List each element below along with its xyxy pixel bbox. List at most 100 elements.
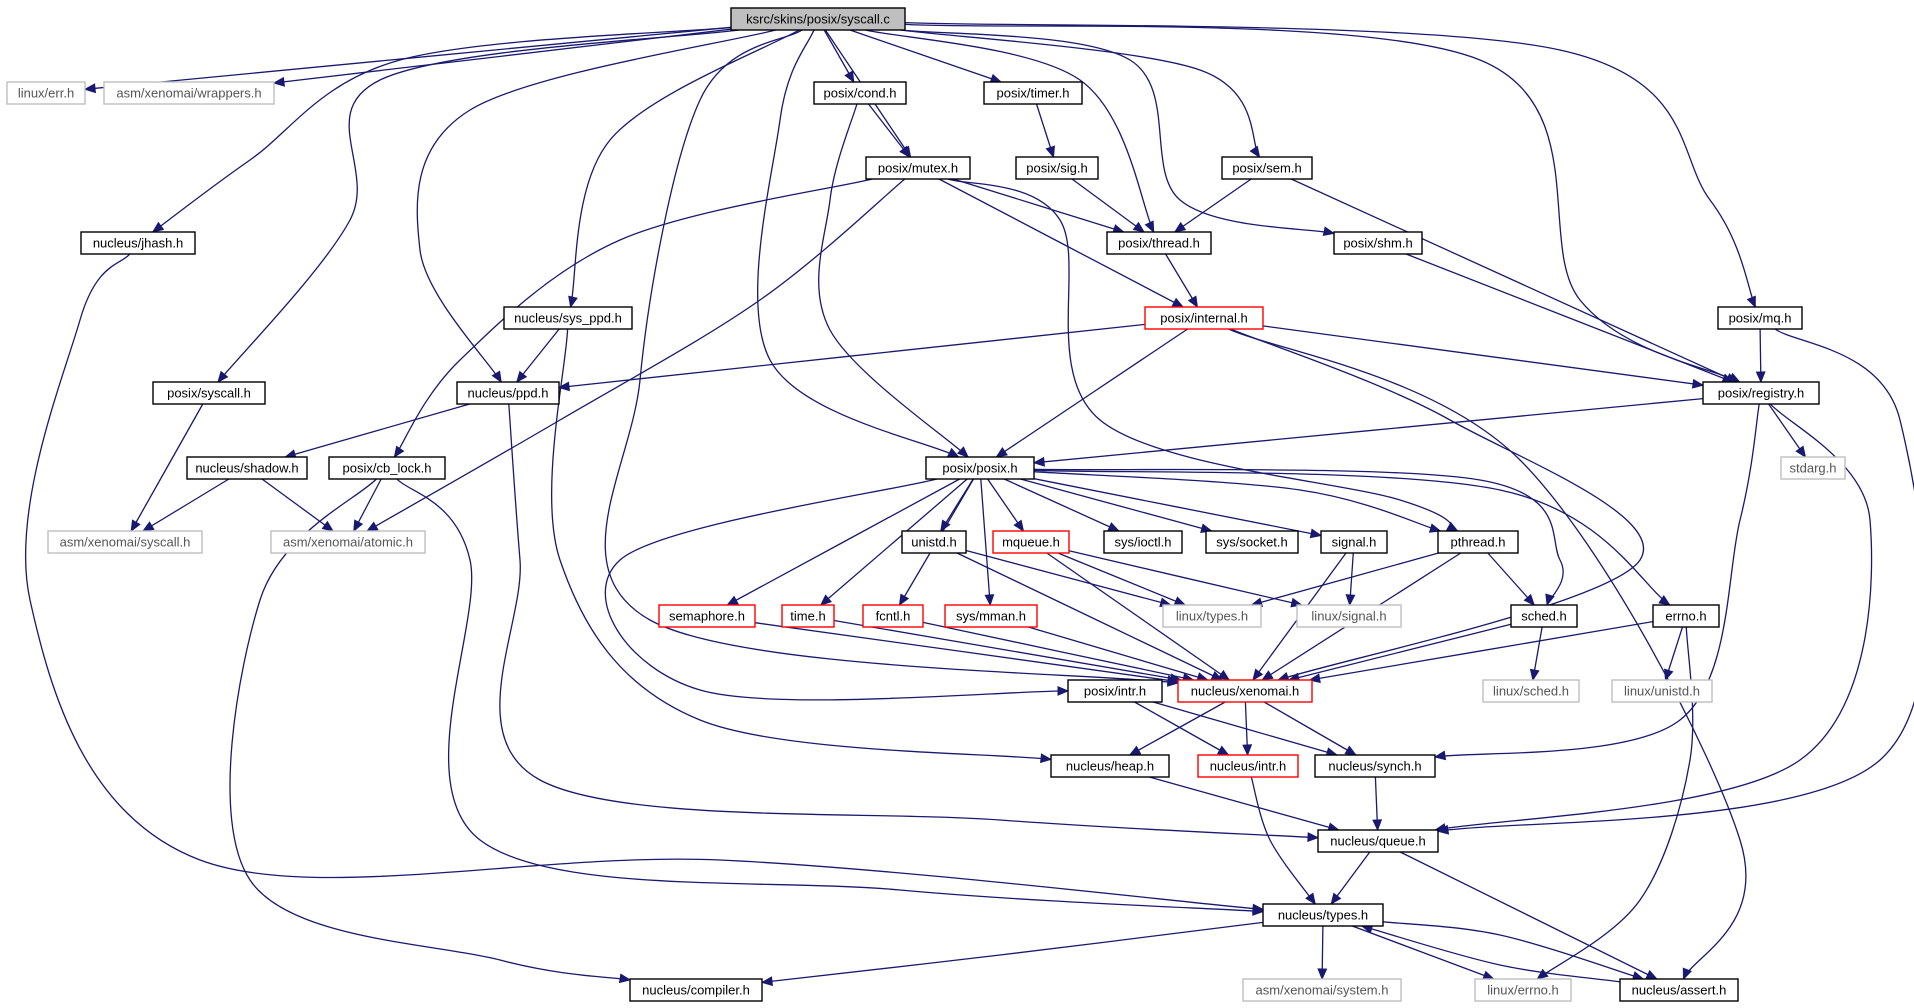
node-mqueue-h[interactable]: mqueue.h	[992, 530, 1070, 554]
node-semaphore-h[interactable]: semaphore.h	[658, 604, 756, 628]
node-box	[1510, 604, 1578, 628]
edge-line	[754, 622, 1179, 683]
node-nucleus-xenomai-h[interactable]: nucleus/xenomai.h	[1177, 679, 1313, 703]
node-sys-socket-h[interactable]: sys/socket.h	[1205, 530, 1299, 554]
node-box	[862, 604, 924, 628]
node-box	[1296, 604, 1402, 628]
edge-line	[152, 26, 732, 233]
edge-syscall_c-to-wrappers	[272, 28, 732, 87]
node-box	[1437, 530, 1519, 554]
edge-timer-to-sig	[1035, 103, 1055, 159]
node-label: asm/xenomai/wrappers.h	[116, 86, 261, 101]
node-posix-syscall-h[interactable]: posix/syscall.h	[152, 381, 266, 405]
edge-arrowhead	[1242, 744, 1253, 757]
node-unistd-h[interactable]: unistd.h	[901, 530, 967, 554]
node-ksrc-skins-posix-syscall-c[interactable]: ksrc/skins/posix/syscall.c	[730, 7, 906, 31]
edge-assert-to-types	[1360, 924, 1621, 983]
node-nucleus-intr-h[interactable]: nucleus/intr.h	[1197, 754, 1299, 778]
node-pthread-h[interactable]: pthread.h	[1437, 530, 1519, 554]
edge-xenomai-to-synch	[1263, 701, 1358, 756]
edge-arrowhead	[1171, 297, 1185, 308]
node-nucleus-shadow-h[interactable]: nucleus/shadow.h	[186, 456, 308, 480]
node-box	[1205, 530, 1299, 554]
node-posix-registry-h[interactable]: posix/registry.h	[1702, 381, 1820, 405]
node-nucleus-queue-h[interactable]: nucleus/queue.h	[1317, 829, 1439, 853]
node-posix-mq-h[interactable]: posix/mq.h	[1717, 306, 1803, 330]
edge-arrowhead	[83, 83, 96, 94]
node-sys-ioctl-h[interactable]: sys/ioctl.h	[1103, 530, 1183, 554]
edge-line	[761, 921, 1264, 984]
node-sched-h[interactable]: sched.h	[1510, 604, 1578, 628]
node-nucleus-types-h[interactable]: nucleus/types.h	[1262, 903, 1384, 927]
node-box	[1106, 231, 1212, 255]
edge-line	[1230, 328, 1644, 681]
node-nucleus-heap-h[interactable]: nucleus/heap.h	[1050, 754, 1170, 778]
node-posix-thread-h[interactable]: posix/thread.h	[1106, 231, 1212, 255]
edge-line	[1149, 776, 1339, 831]
edge-registry-to-posix	[1032, 397, 1704, 467]
edge-line	[901, 29, 1335, 235]
edge-arrowhead	[995, 446, 1008, 458]
edge-line	[1228, 328, 1747, 980]
node-posix-cond-h[interactable]: posix/cond.h	[813, 81, 907, 105]
node-posix-timer-h[interactable]: posix/timer.h	[983, 81, 1083, 105]
node-box	[730, 7, 906, 31]
node-box	[503, 306, 633, 330]
edge-line	[865, 29, 1155, 233]
node-label: posix/syscall.h	[167, 386, 251, 401]
node-posix-cb-lock-h[interactable]: posix/cb_lock.h	[328, 456, 446, 480]
node-label: mqueue.h	[1002, 535, 1060, 550]
edge-arrowhead	[1345, 594, 1356, 607]
node-nucleus-assert-h[interactable]: nucleus/assert.h	[1619, 978, 1739, 1002]
node-time-h[interactable]: time.h	[781, 604, 835, 628]
node-label: posix/posix.h	[942, 461, 1017, 476]
node-label: nucleus/shadow.h	[195, 461, 298, 476]
node-posix-shm-h[interactable]: posix/shm.h	[1333, 231, 1423, 255]
edge-errno-to-lunistd	[1664, 626, 1684, 682]
edge-sig-to-thread	[1071, 178, 1146, 233]
node-errno-h[interactable]: errno.h	[1652, 604, 1720, 628]
edge-line	[965, 549, 1171, 606]
node-sys-mman-h[interactable]: sys/mman.h	[944, 604, 1038, 628]
edge-arrowhead	[984, 594, 995, 607]
node-nucleus-sys-ppd-h[interactable]: nucleus/sys_ppd.h	[503, 306, 633, 330]
node-posix-intr-h[interactable]: posix/intr.h	[1067, 679, 1163, 703]
node-label: nucleus/queue.h	[1330, 834, 1425, 849]
edge-arrowhead	[1107, 522, 1120, 532]
edge-mqueue-to-ltypes	[1057, 552, 1187, 606]
node-signal-h[interactable]: signal.h	[1320, 530, 1388, 554]
node-box	[456, 381, 560, 405]
node-box	[1314, 754, 1436, 778]
node-posix-sig-h[interactable]: posix/sig.h	[1015, 156, 1099, 180]
edge-line	[396, 478, 1264, 913]
node-posix-mutex-h[interactable]: posix/mutex.h	[865, 156, 971, 180]
node-nucleus-synch-h[interactable]: nucleus/synch.h	[1314, 754, 1436, 778]
node-fcntl-h[interactable]: fcntl.h	[862, 604, 924, 628]
node-linux-errno-h: linux/errno.h	[1474, 978, 1572, 1002]
node-label: linux/errno.h	[1487, 983, 1559, 998]
edge-line	[569, 29, 800, 308]
edge-line	[1309, 620, 1654, 681]
node-label: sched.h	[1521, 609, 1567, 624]
edge-arrowhead	[1173, 221, 1187, 233]
node-label: posix/mutex.h	[878, 161, 958, 176]
edge-types-to-assert	[1382, 921, 1645, 981]
node-posix-internal-h[interactable]: posix/internal.h	[1144, 306, 1264, 330]
node-box	[1611, 679, 1713, 703]
node-nucleus-jhash-h[interactable]: nucleus/jhash.h	[80, 231, 196, 255]
node-label: pthread.h	[1451, 535, 1506, 550]
node-nucleus-ppd-h[interactable]: nucleus/ppd.h	[456, 381, 560, 405]
edge-arrowhead	[947, 447, 960, 458]
edge-arrowhead	[515, 370, 528, 384]
node-posix-sem-h[interactable]: posix/sem.h	[1221, 156, 1313, 180]
node-label: posix/shm.h	[1343, 236, 1412, 251]
node-posix-posix-h[interactable]: posix/posix.h	[925, 456, 1035, 480]
edge-arrowhead	[819, 594, 832, 606]
edge-xenomai-to-heap	[1128, 701, 1226, 756]
edge-line	[1290, 178, 1738, 383]
edge-arrowhead	[1307, 832, 1320, 843]
edge-arrowhead	[1682, 967, 1692, 981]
node-nucleus-compiler-h[interactable]: nucleus/compiler.h	[629, 978, 763, 1002]
edge-sem-to-registry	[1290, 178, 1738, 383]
